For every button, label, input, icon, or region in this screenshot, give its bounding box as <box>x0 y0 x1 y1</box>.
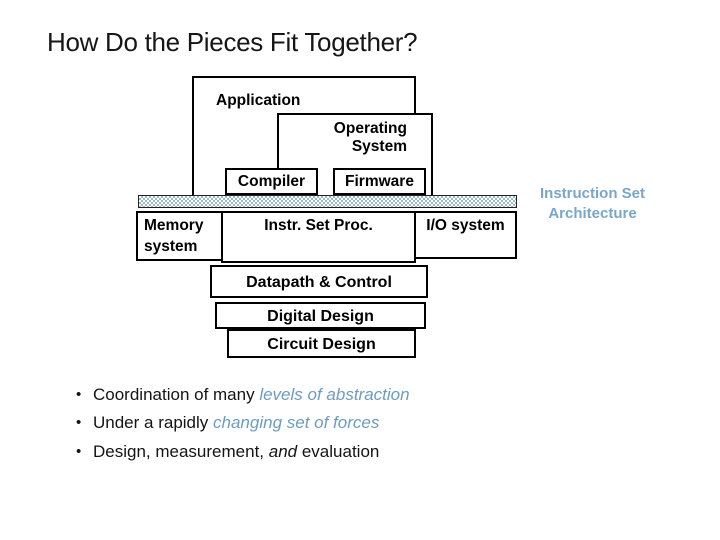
slide-title: How Do the Pieces Fit Together? <box>47 27 418 57</box>
isa-interface-bar <box>138 195 517 208</box>
digital-design-label: Digital Design <box>267 308 374 325</box>
instr-set-proc-label: Instr. Set Proc. <box>264 217 373 234</box>
memory-system-box: Memory system <box>136 211 223 261</box>
instruction-set-architecture-label: Instruction Set Architecture <box>520 184 665 224</box>
instr-set-proc-box: Instr. Set Proc. <box>221 211 416 263</box>
bullet-text-plain: Under a rapidly <box>93 413 214 432</box>
bullet-item: • Design, measurement, and evaluation <box>76 442 379 462</box>
bullet-icon: • <box>76 386 82 403</box>
bullet-text-accent: levels of abstraction <box>259 385 410 404</box>
isa-label-line2: Architecture <box>548 205 637 222</box>
memory-system-label-line1: Memory <box>144 217 204 234</box>
isa-label-line1: Instruction Set <box>539 185 645 202</box>
application-label: Application <box>216 92 301 109</box>
io-system-label: I/O system <box>426 217 505 234</box>
bullet-text-italic: and <box>268 442 298 461</box>
bullet-text-plain: Design, measurement, <box>93 442 269 461</box>
bullet-text-tail: evaluation <box>297 442 380 461</box>
bullet-icon: • <box>76 414 82 431</box>
operating-system-label-line2: System <box>351 138 407 155</box>
bullet-text-accent: changing set of forces <box>213 413 380 432</box>
bullet-item: • Under a rapidly changing set of forces <box>76 413 379 433</box>
bullet-item: • Coordination of many levels of abstract… <box>76 385 410 405</box>
digital-design-box: Digital Design <box>215 302 426 329</box>
operating-system-label-line1: Operating <box>333 120 407 137</box>
datapath-control-label: Datapath & Control <box>246 274 392 291</box>
datapath-control-box: Datapath & Control <box>210 265 428 298</box>
firmware-box: Firmware <box>333 168 426 195</box>
circuit-design-box: Circuit Design <box>227 329 416 358</box>
bullet-text-plain: Coordination of many <box>93 385 260 404</box>
compiler-label: Compiler <box>237 173 306 190</box>
bullet-icon: • <box>76 443 82 460</box>
compiler-box: Compiler <box>225 168 318 195</box>
circuit-design-label: Circuit Design <box>267 336 376 353</box>
memory-system-label-line2: system <box>144 238 198 255</box>
firmware-label: Firmware <box>345 173 414 190</box>
io-system-box: I/O system <box>414 211 517 259</box>
